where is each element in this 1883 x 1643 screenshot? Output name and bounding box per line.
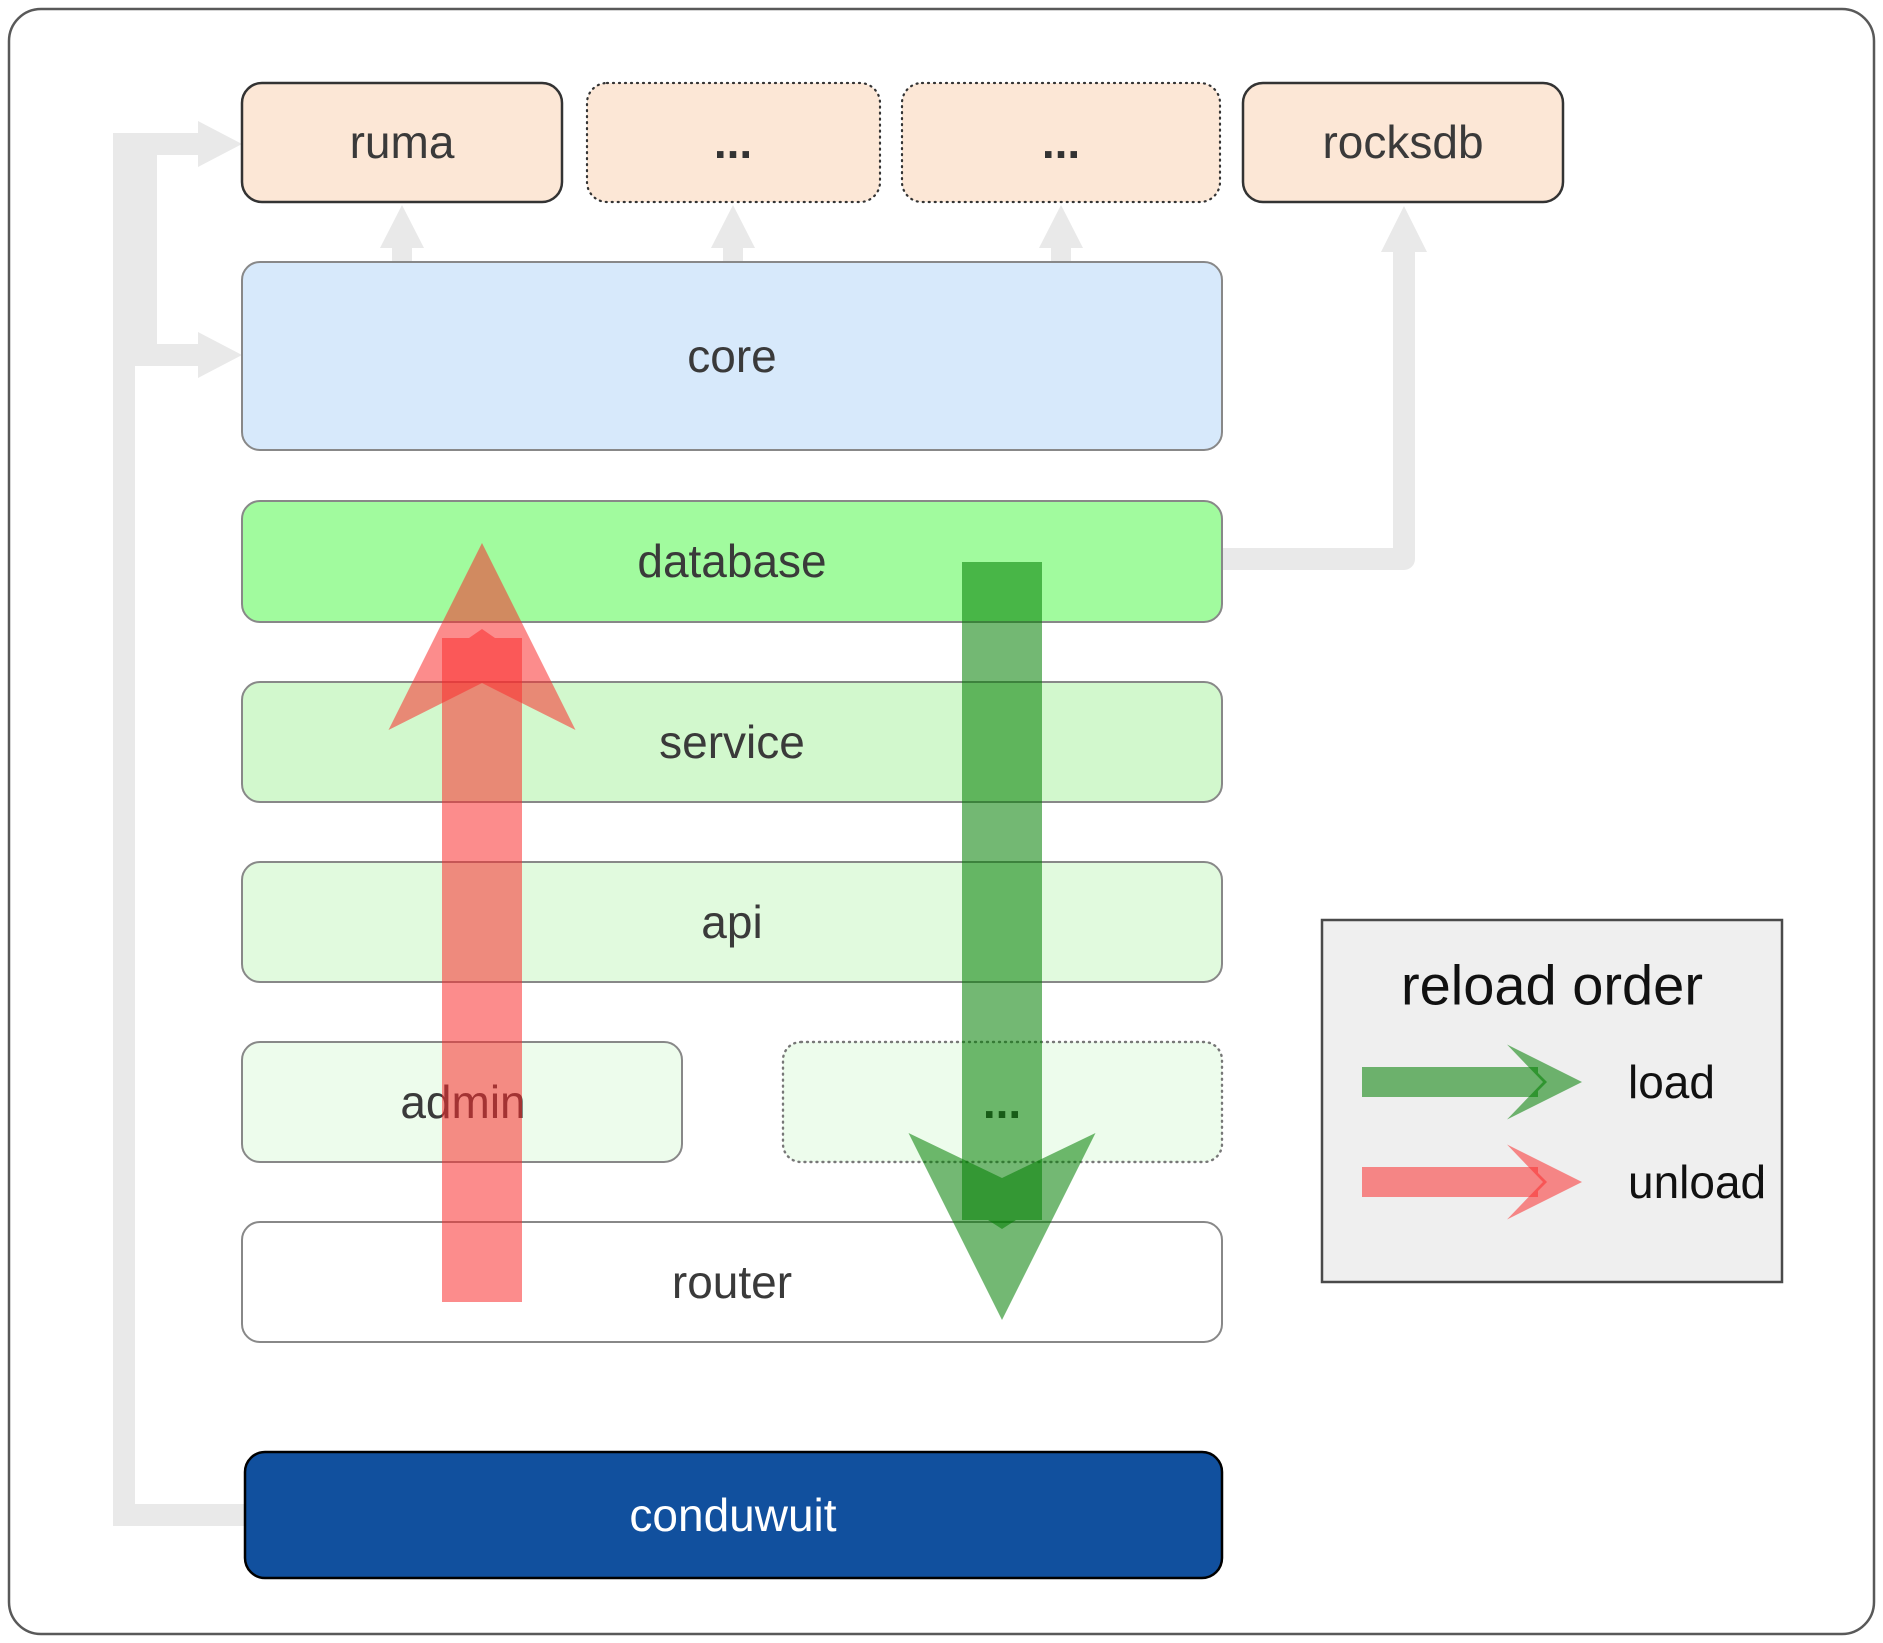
unload-arrow-shaft	[442, 629, 522, 1302]
legend-load-arrow	[1362, 1044, 1582, 1120]
core-to-ruma-arrowhead-icon	[380, 205, 424, 248]
core-to-extra2-arrowhead-icon	[1039, 205, 1083, 248]
node-router-label: router	[672, 1256, 792, 1308]
legend-unload-arrow	[1362, 1144, 1582, 1220]
core-to-ruma-shaft	[392, 246, 412, 264]
connector-group	[113, 133, 1415, 1526]
node-core-box	[241, 261, 1223, 451]
core-to-extra2-shaft	[1051, 246, 1071, 264]
node-rocksdb-box	[1241, 81, 1565, 204]
node-extra-top-2-box	[900, 81, 1222, 204]
ruma-arrowhead-icon	[198, 121, 242, 167]
connector-conduwuit-to-core	[135, 152, 198, 366]
node-core-label: core	[687, 330, 776, 382]
rocksdb-arrowhead-icon	[1381, 206, 1427, 252]
node-conduwuit-label: conduwuit	[629, 1489, 836, 1541]
legend-unload-arrowhead-icon	[1507, 1144, 1582, 1220]
core-arrowhead-icon	[198, 332, 242, 378]
legend-load-label: load	[1628, 1056, 1715, 1108]
load-arrowhead-icon	[908, 1133, 1096, 1320]
load-arrow	[908, 562, 1096, 1320]
legend-load-arrowhead-icon	[1507, 1044, 1582, 1120]
legend-box	[1320, 918, 1784, 1284]
diagram-frame	[7, 7, 1876, 1636]
node-extra-top-1-box	[585, 81, 882, 204]
connector-conduwuit-to-ruma	[113, 133, 246, 1526]
node-conduwuit-box	[243, 1450, 1224, 1580]
node-service-label: service	[659, 716, 805, 768]
connector-database-to-rocksdb	[1222, 250, 1415, 570]
legend: reload order load unload	[1320, 918, 1784, 1284]
core-to-extra1-shaft	[723, 246, 743, 264]
node-ruma-label: ruma	[350, 116, 455, 168]
node-ruma-box	[240, 81, 564, 204]
unload-arrowhead-icon	[388, 543, 576, 730]
unload-arrow	[388, 543, 576, 1302]
legend-load-arrow-shaft	[1362, 1067, 1547, 1097]
node-extra-top-2-label: ...	[1042, 116, 1080, 168]
core-to-extra1-arrowhead-icon	[711, 205, 755, 248]
node-rocksdb-label: rocksdb	[1322, 116, 1483, 168]
node-extra-top-1-label: ...	[714, 116, 752, 168]
node-api-label: api	[701, 896, 762, 948]
load-arrow-shaft	[962, 562, 1042, 1229]
legend-unload-arrow-shaft	[1362, 1167, 1547, 1197]
node-database-label: database	[637, 535, 826, 587]
legend-title: reload order	[1401, 954, 1703, 1017]
legend-unload-label: unload	[1628, 1156, 1766, 1208]
connector-arrowheads	[198, 121, 1427, 378]
